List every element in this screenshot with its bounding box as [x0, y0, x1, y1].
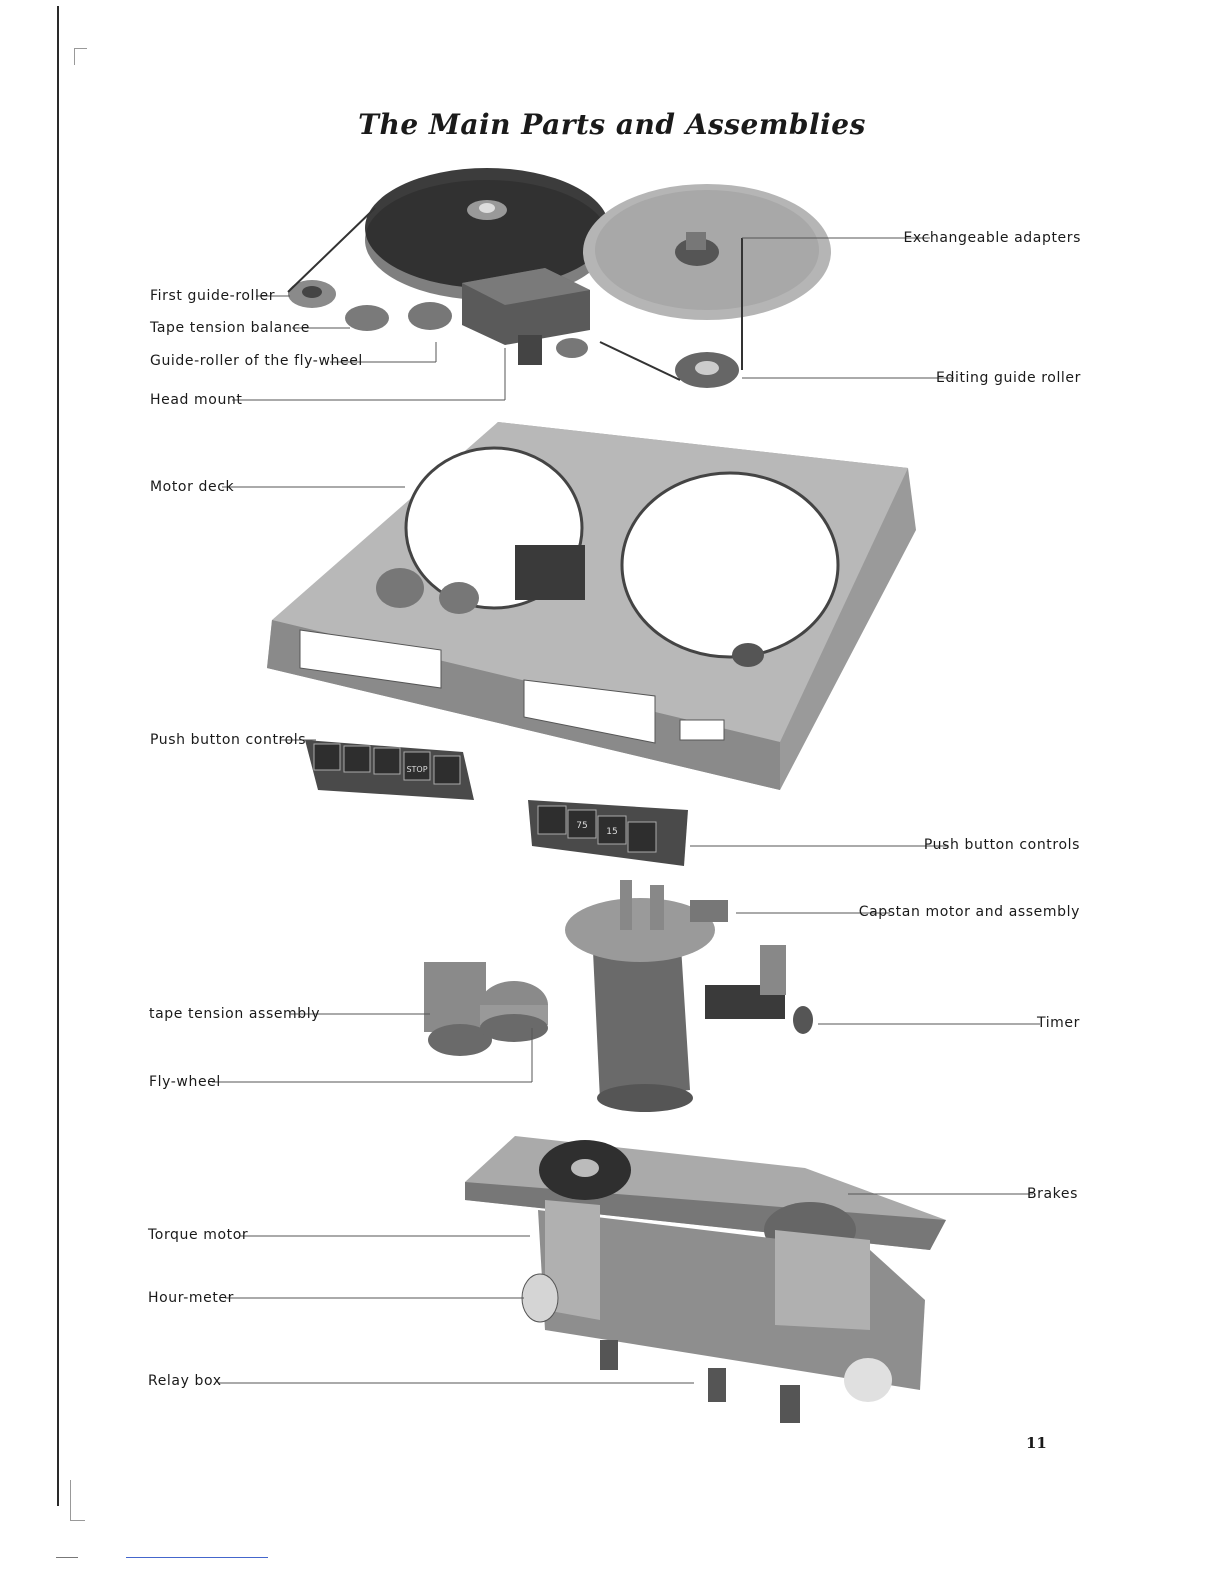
tape-path-lines: [287, 207, 743, 381]
label-editing-guide-roller: Editing guide roller: [936, 370, 1081, 386]
guide-rollers-illustration: [288, 280, 739, 388]
label-tape-tension-assembly: tape tension assembly: [149, 1006, 321, 1022]
label-push-button-controls-left: Push button controls: [150, 732, 307, 748]
corner-mark-top: [74, 48, 87, 65]
motor-deck-illustration: [267, 422, 916, 790]
label-push-button-controls-right: Push button controls: [923, 837, 1080, 853]
label-capstan-motor: Capstan motor and assembly: [858, 904, 1080, 920]
capstan-motor-illustration: [565, 880, 728, 1112]
tape-tension-assembly-illustration: [424, 962, 548, 1056]
page-number: 11: [1026, 1434, 1047, 1452]
label-first-guide-roller: First guide-roller: [150, 288, 276, 304]
label-hour-meter: Hour-meter: [148, 1290, 234, 1306]
label-torque-motor: Torque motor: [148, 1227, 249, 1243]
push-button-block-left: STOP: [305, 740, 474, 800]
label-brakes: Brakes: [1026, 1186, 1078, 1202]
head-mount-illustration: [462, 268, 590, 365]
tape-reels-illustration: [365, 168, 831, 320]
footer-dash: [56, 1557, 78, 1558]
speed-15-glyph: 15: [606, 827, 617, 837]
footer-rule: [126, 1557, 268, 1558]
label-exchangeable-adapters: Exchangeable adapters: [903, 230, 1081, 246]
page-title: The Main Parts and Assemblies: [358, 108, 866, 141]
push-button-block-right: 75 15: [528, 800, 688, 866]
label-relay-box: Relay box: [148, 1373, 222, 1389]
stop-button-glyph: STOP: [406, 765, 427, 774]
label-guide-roller-flywheel: Guide-roller of the fly-wheel: [150, 353, 363, 369]
leader-lines: [212, 237, 1040, 1384]
brakes-chassis-illustration: [465, 1136, 946, 1423]
label-timer: Timer: [1036, 1015, 1080, 1031]
label-tape-tension-balance: Tape tension balance: [150, 320, 310, 336]
corner-mark-bottom: [70, 1480, 85, 1521]
speed-75-glyph: 75: [576, 821, 587, 831]
timer-illustration: [705, 945, 813, 1034]
page-binding-edge: [57, 6, 59, 1506]
label-fly-wheel: Fly-wheel: [149, 1074, 221, 1090]
label-motor-deck: Motor deck: [150, 479, 235, 495]
label-head-mount: Head mount: [150, 392, 243, 408]
